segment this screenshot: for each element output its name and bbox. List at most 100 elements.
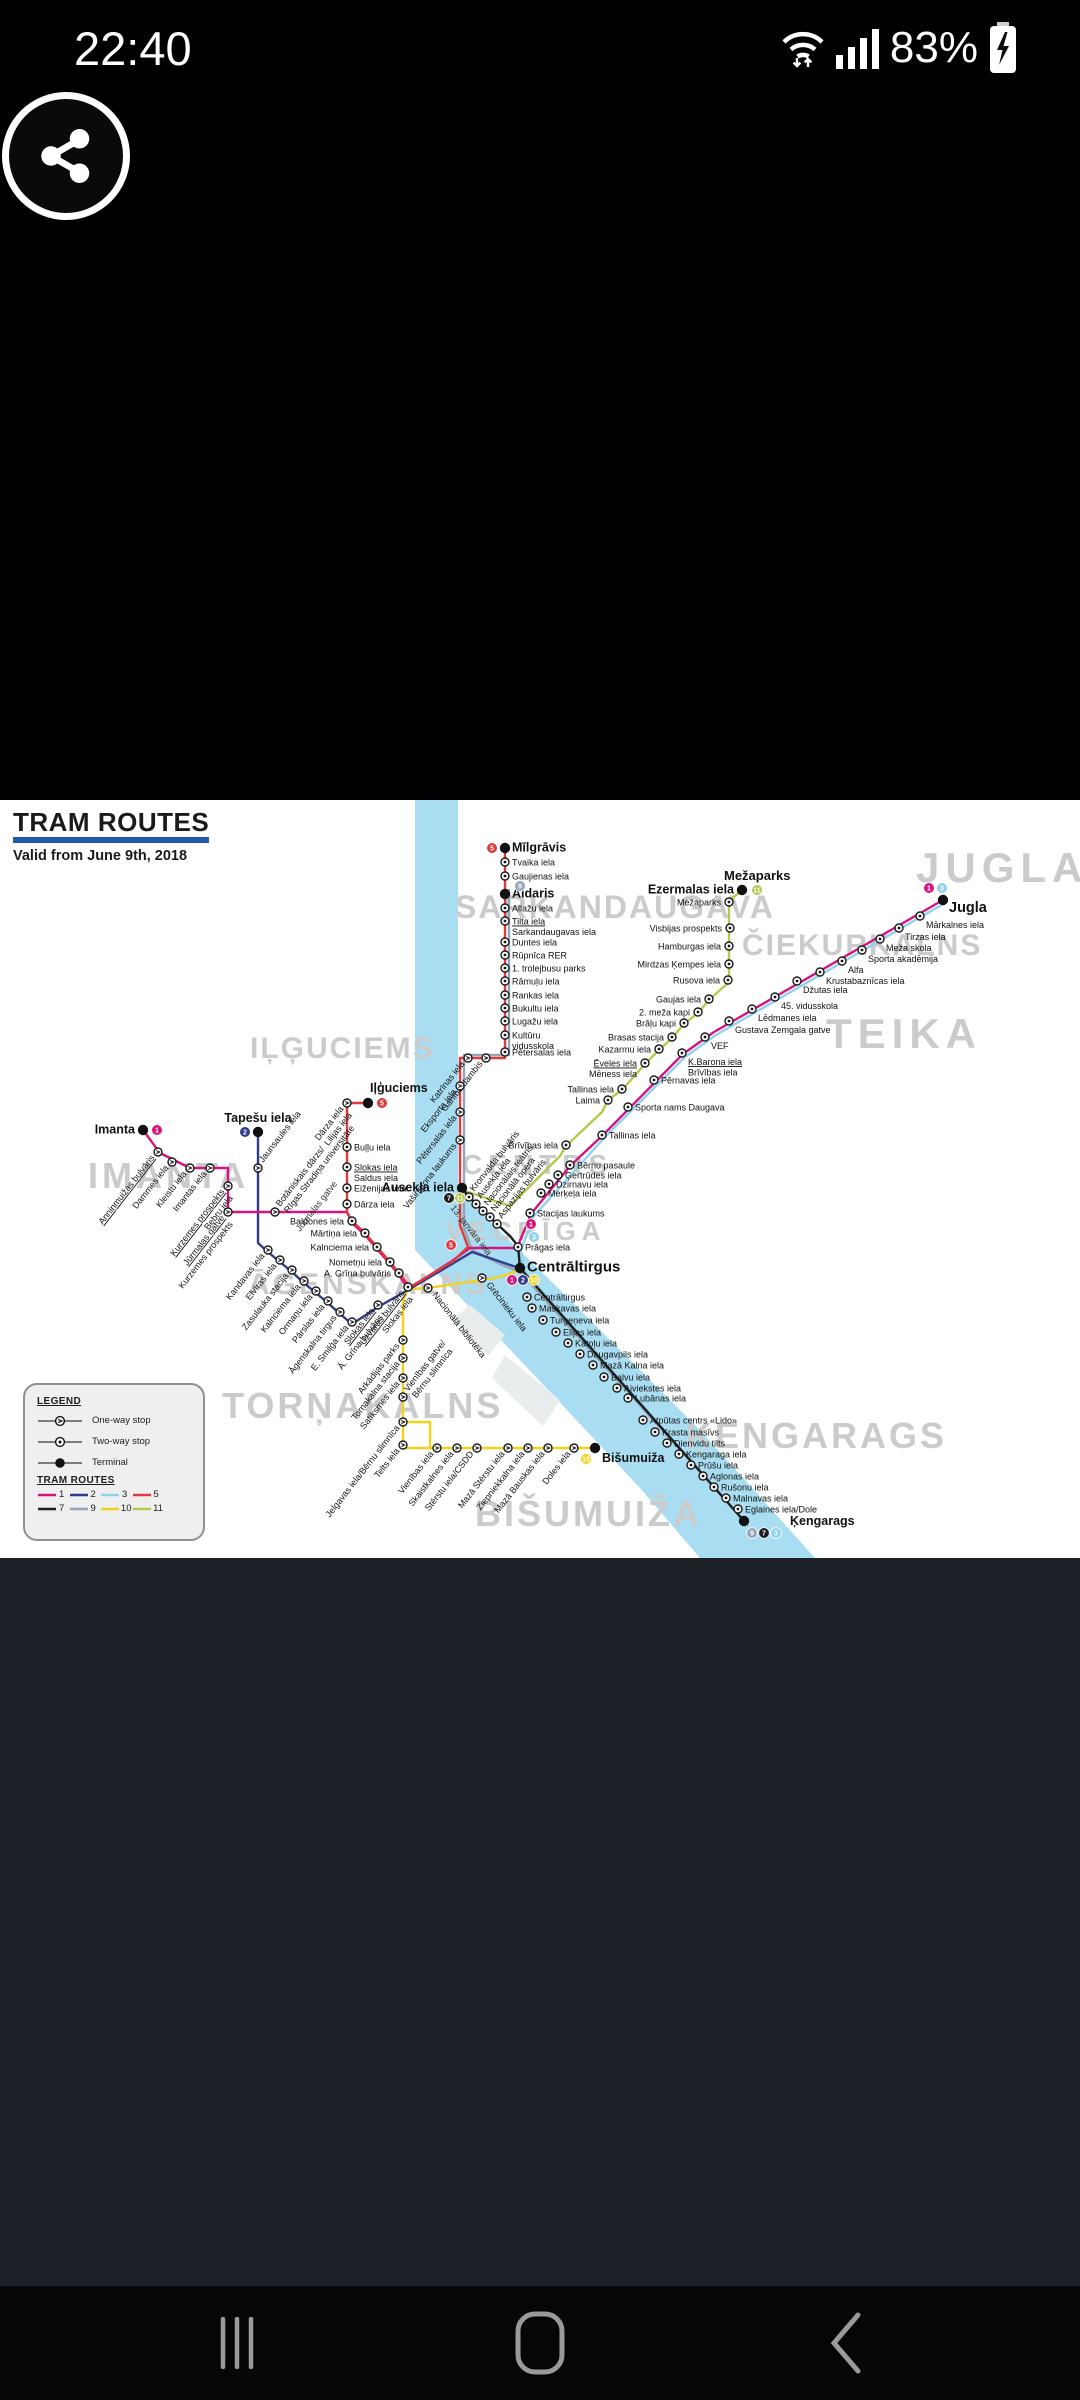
stop-label: Baldones iela: [290, 1217, 344, 1227]
stop-label: Tallinas iela: [567, 1085, 614, 1095]
stop-label: Prāgas iela: [525, 1243, 570, 1253]
stop-label: Tapešu iela: [224, 1111, 292, 1125]
legend-item-t: Terminal: [37, 1452, 191, 1473]
route-line-11: [460, 888, 744, 1208]
legend-routes-title: TRAM ROUTES: [37, 1475, 115, 1486]
svg-text:3: 3: [774, 1531, 778, 1538]
route-badge: 10: [580, 1453, 592, 1465]
tram-stop: Atpūtas centrs «Lido»: [638, 1415, 737, 1426]
legend-route-9: 9: [69, 1503, 101, 1514]
tram-stop: Stacijas laukums: [525, 1208, 605, 1219]
svg-text:10: 10: [530, 1278, 538, 1285]
stop-label: 1. trolejbusu parks: [512, 964, 586, 974]
tram-map-image[interactable]: SARKANDAUGAVAČIEKURKALNSJUGLATEIKAIĻĢUCI…: [0, 800, 1080, 1558]
tram-stop: Duntes iela: [500, 937, 557, 948]
terminal-area-label: Mežaparks: [724, 868, 790, 883]
battery-percent: 83%: [889, 23, 978, 72]
district-label: ĶENGARAGS: [686, 1415, 947, 1456]
tram-stop: Tallinas iela: [567, 1084, 627, 1095]
stop-label: Rusova iela: [673, 976, 720, 986]
tram-stop: Centrāltirgus: [514, 1259, 620, 1276]
tram-stop: Sporta akadēmija: [857, 945, 938, 964]
battery-icon: [990, 22, 1016, 73]
tram-stop: Rāmuļu iela: [500, 976, 560, 987]
stop-label: Laima: [575, 1096, 600, 1106]
route-swatch-5: [132, 1493, 151, 1496]
stop-label: Allažu iela: [512, 904, 553, 914]
legend-label: Terminal: [92, 1457, 128, 1468]
svg-text:7: 7: [762, 1531, 766, 1538]
tram-stop: Mazā Kalna iela: [588, 1360, 664, 1371]
route-number: 10: [120, 1503, 132, 1514]
tram-stop: Gustava Zemgala gatve: [724, 1016, 831, 1035]
tram-stop: Mārkalnes iela: [915, 911, 984, 930]
route-number: 3: [122, 1489, 128, 1500]
legend-route-5: 5: [132, 1489, 164, 1500]
legend-item-w: Two-way stop: [37, 1431, 191, 1452]
tram-stop: Eglaines iela/Dole: [733, 1504, 817, 1515]
tram-stop: Brīvības iela: [508, 1140, 571, 1151]
tram-stop: Krasta masīvs: [650, 1427, 720, 1438]
stop-label: Ģertrūdes iela: [565, 1171, 622, 1181]
tram-stop: Ģertrūdes iela: [553, 1170, 622, 1181]
legend-symbol: [38, 1436, 82, 1447]
route-swatch-11: [132, 1507, 151, 1510]
recents-button[interactable]: [182, 2286, 292, 2400]
route-badge: 7: [443, 1192, 455, 1204]
tram-stop: Visbijas prospekts: [650, 923, 735, 934]
stop-label: Pētersalas iela: [512, 1048, 571, 1058]
stop-label: Rūpnīca RER: [512, 951, 568, 961]
route-badge: 11: [751, 884, 763, 896]
stop-label: VEF: [711, 1041, 729, 1051]
route-badge: 11: [454, 1192, 466, 1204]
stop-label: Merķeļa iela: [548, 1189, 597, 1199]
stop-label: Tvaika iela: [512, 858, 555, 868]
back-button[interactable]: [790, 2286, 900, 2400]
stop-label: Iļģuciems: [370, 1081, 428, 1095]
district-label: TORŅAKALNS: [222, 1385, 503, 1426]
tram-stop: Krustabaznīcas iela: [815, 967, 905, 986]
tram-stop: Mārtiņa iela: [310, 1228, 370, 1239]
stop-label: 2. meža kapi: [639, 1008, 690, 1018]
tram-stop: 2. meža kapi: [639, 1007, 703, 1018]
stop-label: Daugavpils iela: [587, 1350, 648, 1360]
tram-stop: Brasas stacija: [608, 1032, 677, 1043]
stop-label: Jugla: [949, 900, 988, 916]
svg-text:1: 1: [510, 1278, 514, 1285]
stop-label: Buļļu iela: [354, 1143, 391, 1153]
tram-stop: Tvaika iela: [500, 857, 555, 868]
home-button[interactable]: [485, 2286, 595, 2400]
svg-text:5: 5: [449, 1243, 453, 1250]
svg-text:5: 5: [490, 846, 494, 853]
share-button[interactable]: [2, 92, 130, 220]
tram-stop: Lugažu iela: [500, 1016, 558, 1027]
tram-stop: Hamburgas iela: [658, 941, 734, 952]
stop-label: Dārza iela: [354, 1200, 395, 1210]
route-swatch-10: [101, 1507, 119, 1510]
stop-label: Ausekļa iela: [382, 1181, 455, 1195]
route-badge: 9: [746, 1527, 758, 1539]
route-number: 11: [153, 1503, 163, 1514]
tram-stop: Daugavpils iela: [575, 1349, 648, 1360]
route-badge: 5: [376, 1097, 388, 1109]
tram-stop: Tirzas iela: [894, 923, 946, 942]
stop-label: Krustabaznīcas iela: [826, 976, 905, 986]
route-badge: 1: [923, 882, 935, 894]
svg-text:9: 9: [750, 1531, 754, 1538]
district-label: BIŠUMUIŽA: [475, 1492, 702, 1534]
tram-stop: Baldones iela: [290, 1216, 357, 1227]
stop-label: Eglaines iela/Dole: [745, 1505, 817, 1515]
stop-label: Brāļu kapi: [636, 1019, 676, 1029]
tram-stop: Tapešu iela: [224, 1111, 293, 1138]
route-number: 1: [59, 1489, 65, 1500]
legend-title: LEGEND: [37, 1396, 82, 1407]
tram-stop: Gaujienas iela: [500, 871, 569, 882]
back-icon: [830, 2312, 861, 2374]
tram-stop: Ezermalas iela: [648, 883, 748, 897]
tram-stop: Rankas iela: [500, 990, 559, 1001]
